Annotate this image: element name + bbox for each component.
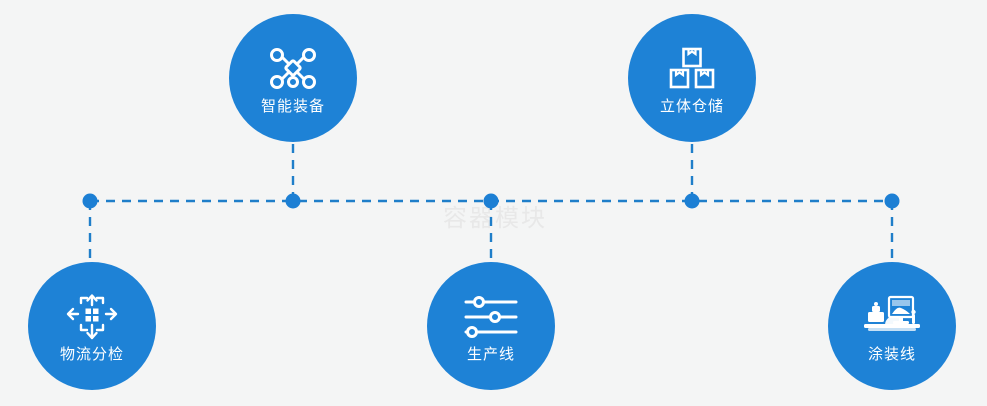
node-circle-production-line[interactable]: 生产线 (427, 262, 555, 390)
stacked-boxes-icon (667, 43, 717, 95)
bus-node-5[interactable] (884, 193, 900, 209)
bus-node-1[interactable] (82, 193, 98, 209)
circle-label: 智能装备 (260, 97, 325, 115)
node-circle-vertical-warehouse[interactable]: 立体仓储 (628, 14, 756, 142)
bus-node-3[interactable] (483, 193, 499, 209)
node-circle-smart-equipment[interactable]: 智能装备 (229, 14, 357, 142)
watermark-text: 容器模块 (443, 205, 547, 232)
node-circle-logistics-sorting[interactable]: 物流分检 (28, 262, 156, 390)
factory-machine-icon (862, 291, 922, 343)
circle-label: 涂装线 (867, 345, 916, 363)
bus-node-4[interactable] (684, 193, 700, 209)
bus-node-2[interactable] (285, 193, 301, 209)
sliders-icon (463, 291, 519, 343)
circle-label: 物流分检 (59, 345, 124, 363)
sorting-arrows-icon (65, 291, 119, 343)
circle-label: 生产线 (466, 345, 515, 363)
node-circle-coating-line[interactable]: 涂装线 (828, 262, 956, 390)
circle-label: 立体仓储 (659, 97, 724, 115)
network-nodes-icon (268, 43, 318, 95)
